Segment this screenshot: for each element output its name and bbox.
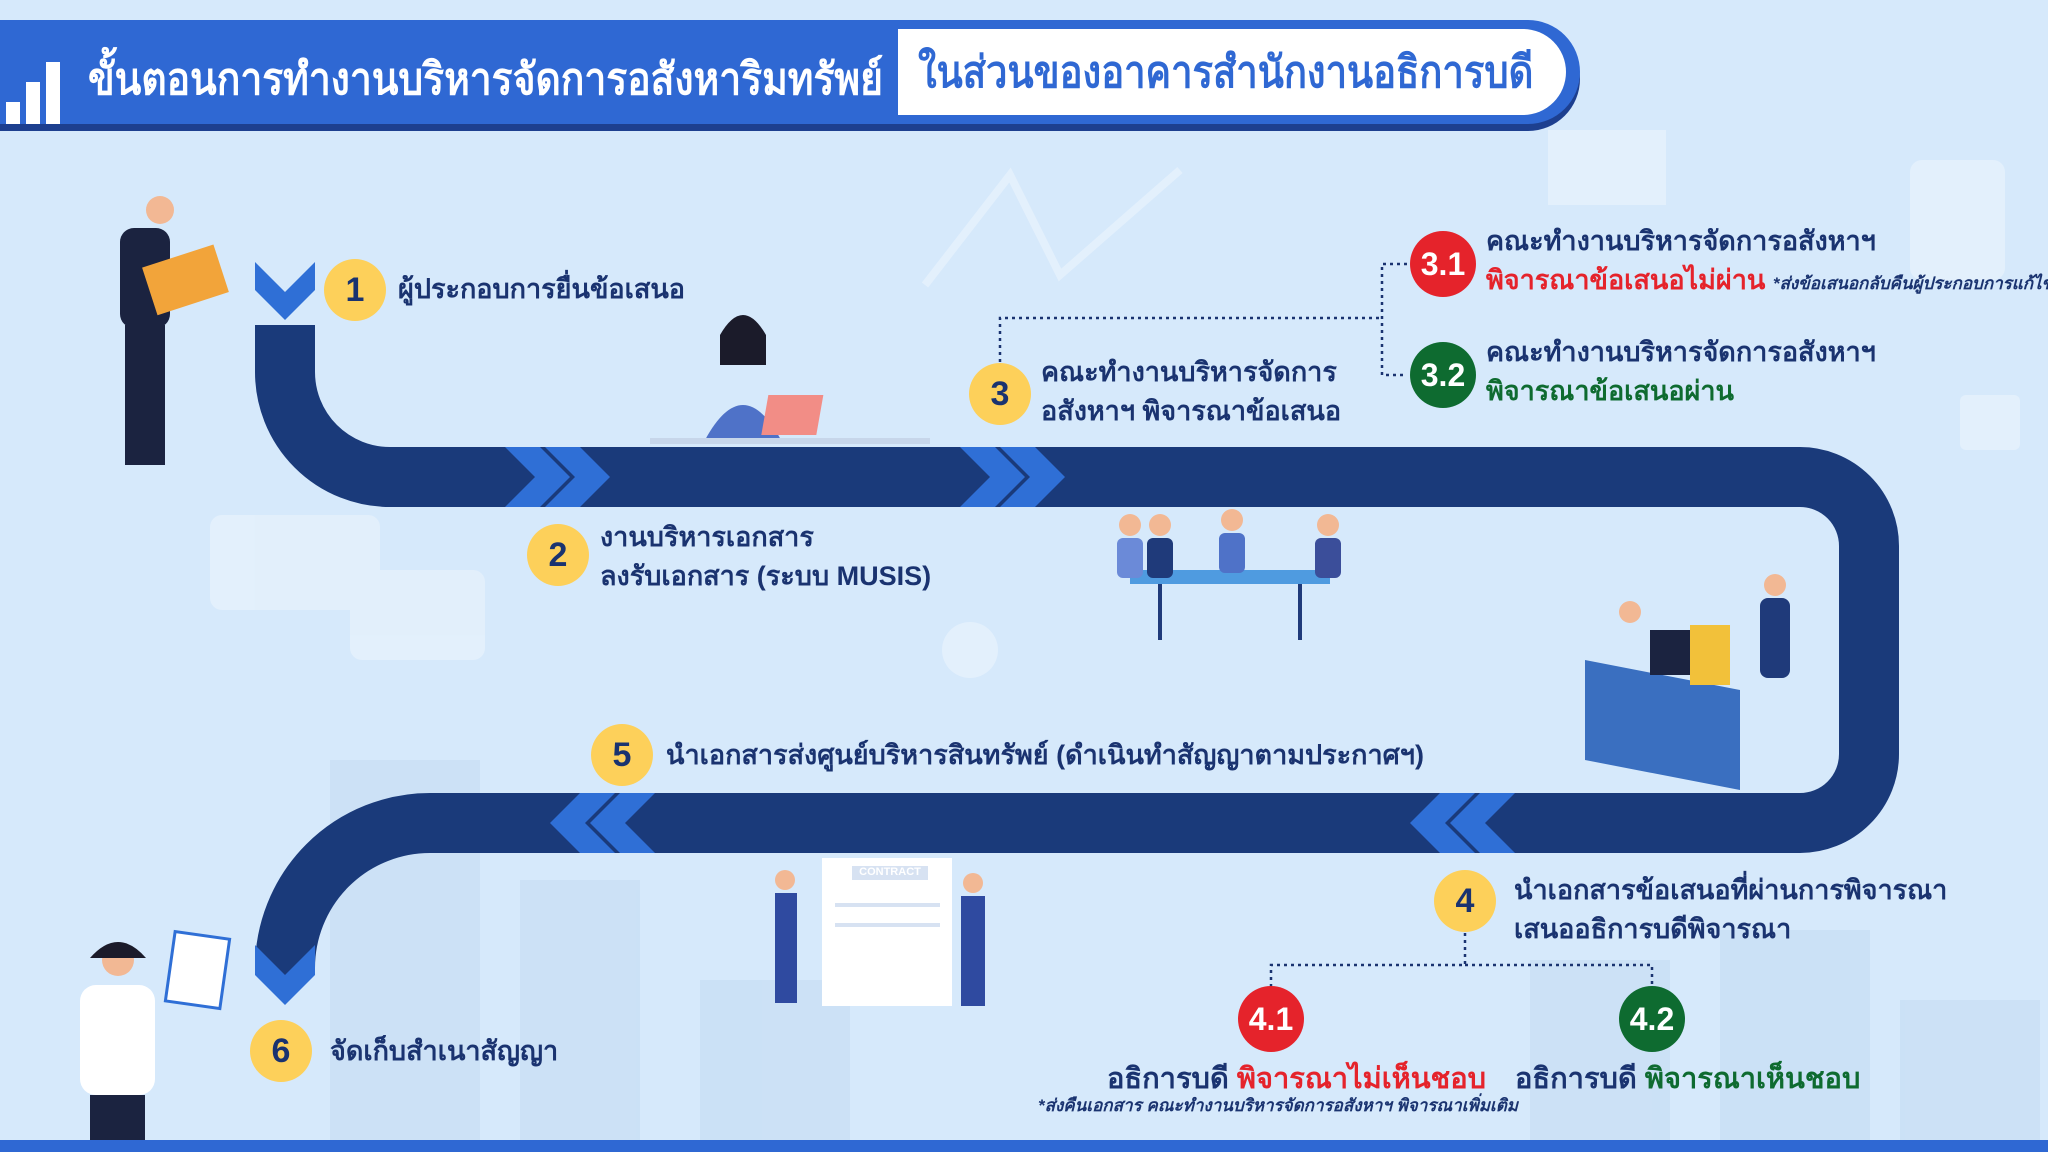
step-1-label: ผู้ประกอบการยื่นข้อเสนอ (398, 274, 686, 304)
step-2-badge: 2 (527, 524, 589, 586)
step-4-1-result: พิจารณาไม่เห็นชอบ (1236, 1063, 1487, 1095)
connector-lines (998, 262, 1654, 988)
step-3-2-badge: 3.2 (1410, 342, 1476, 408)
woman-at-desk-illustration (650, 315, 930, 444)
step-6-label: จัดเก็บสำเนาสัญญา (330, 1036, 559, 1066)
bottom-strip (0, 1140, 2048, 1152)
chevron-down-icon (255, 262, 315, 320)
step-4-2-badge: 4.2 (1619, 986, 1685, 1052)
step-4-1-note: *ส่งคืนเอกสาร คณะทำงานบริหารจัดการอสังหา… (1038, 1096, 1518, 1115)
step-3-line2: อสังหาฯ พิจารณาข้อเสนอ (1041, 396, 1342, 426)
chevron-left-icon (590, 793, 655, 853)
step-3-line1: คณะทำงานบริหารจัดการ (1041, 357, 1337, 387)
step-3-badge: 3 (969, 363, 1031, 425)
step-4-line2: เสนออธิการบดีพิจารณา (1514, 914, 1792, 944)
step-3-1-result: พิจารณาข้อเสนอไม่ผ่าน (1486, 265, 1766, 295)
step-2-label: งานบริหารเอกสาร ลงรับเอกสาร (ระบบ MUSIS) (600, 518, 931, 596)
chevron-right-icon (1000, 447, 1065, 507)
chevron-icons (255, 262, 1515, 1005)
step-1-badge: 1 (324, 259, 386, 321)
step-5-badge: 5 (591, 724, 653, 786)
chevron-right-icon (505, 447, 570, 507)
step-2-line1: งานบริหารเอกสาร (600, 522, 814, 552)
chevron-left-icon (1450, 793, 1515, 853)
step-5-label: นำเอกสารส่งศูนย์บริหารสินทรัพย์ (ดำเนินท… (666, 740, 1424, 770)
chevron-left-icon (1410, 793, 1475, 853)
contract-illustration (775, 858, 985, 1006)
step-4-1-badge: 4.1 (1238, 986, 1304, 1052)
chevron-left-icon (550, 793, 615, 853)
step-4-label: นำเอกสารข้อเสนอที่ผ่านการพิจารณา เสนออธิ… (1514, 871, 1947, 949)
step-4-2-prefix: อธิการบดี (1515, 1063, 1637, 1095)
office-illustration (1585, 574, 1790, 790)
step-3-1-line1: คณะทำงานบริหารจัดการอสังหาฯ (1486, 226, 1876, 256)
step-4-2-result: พิจารณาเห็นชอบ (1644, 1063, 1861, 1095)
step-4-2-label: อธิการบดี พิจารณาเห็นชอบ (1515, 1060, 1860, 1099)
page-subtitle-box: ในส่วนของอาคารสำนักงานอธิการบดี (898, 29, 1566, 115)
title-bar: ขั้นตอนการทำงานบริหารจัดการอสังหาริมทรัพ… (0, 20, 1580, 124)
page-subtitle: ในส่วนของอาคารสำนักงานอธิการบดี (918, 48, 1534, 97)
chevron-right-icon (960, 447, 1025, 507)
step-4-1-prefix: อธิการบดี (1107, 1063, 1229, 1095)
step-3-2-label: คณะทำงานบริหารจัดการอสังหาฯ พิจารณาข้อเส… (1486, 333, 1876, 411)
chevron-down-icon (255, 945, 315, 1005)
step-3-1-label: คณะทำงานบริหารจัดการอสังหาฯ พิจารณาข้อเส… (1486, 222, 2048, 303)
step-3-label: คณะทำงานบริหารจัดการ อสังหาฯ พิจารณาข้อเ… (1041, 353, 1341, 431)
chevron-right-icon (545, 447, 610, 507)
step-4-badge: 4 (1434, 870, 1496, 932)
background-decorations (210, 130, 2020, 678)
step-3-1-note: *ส่งข้อเสนอกลับคืนผู้ประกอบการแก้ไข (1772, 274, 2048, 293)
step-2-line2: ลงรับเอกสาร (ระบบ MUSIS) (600, 561, 932, 591)
step-3-1-badge: 3.1 (1410, 231, 1476, 297)
step-4-line1: นำเอกสารข้อเสนอที่ผ่านการพิจารณา (1514, 875, 1948, 905)
filing-person-illustration (80, 929, 232, 1140)
contract-label: CONTRACT (859, 866, 921, 878)
page-title: ขั้นตอนการทำงานบริหารจัดการอสังหาริมทรัพ… (88, 55, 883, 104)
step-3-2-line1: คณะทำงานบริหารจัดการอสังหาฯ (1486, 337, 1876, 367)
meeting-illustration (1117, 509, 1341, 640)
step-4-1-label: อธิการบดี พิจารณาไม่เห็นชอบ (1107, 1060, 1486, 1099)
person-submitting-illustration (120, 196, 229, 465)
bar-chart-icon (6, 62, 60, 124)
step-6-badge: 6 (250, 1020, 312, 1082)
process-path (255, 325, 1899, 975)
step-3-2-result: พิจารณาข้อเสนอผ่าน (1486, 376, 1734, 406)
